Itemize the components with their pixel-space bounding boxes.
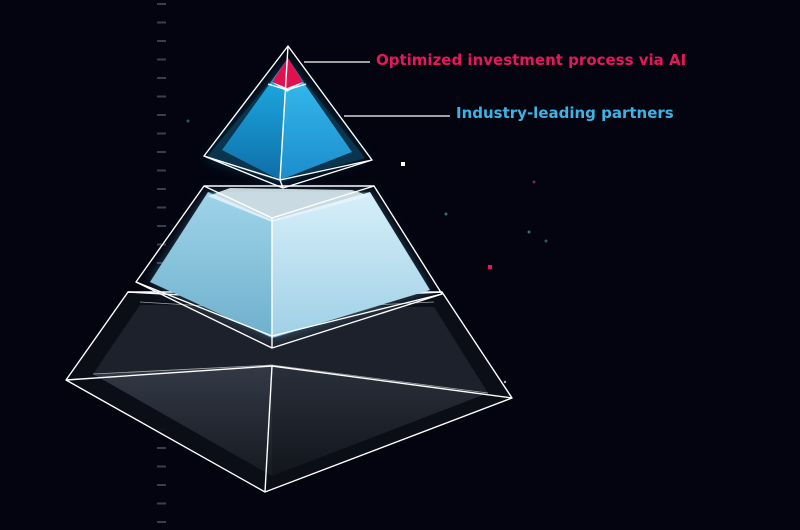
particle-faint bbox=[532, 180, 536, 184]
pyramid-apex bbox=[272, 58, 303, 88]
particle-faint bbox=[444, 212, 448, 216]
particle-white bbox=[401, 162, 405, 166]
label-middle-tier: Industry-leading partners bbox=[456, 104, 674, 122]
pyramid-tier-bottom bbox=[65, 291, 513, 493]
particle-faint bbox=[527, 230, 531, 234]
pyramid-tier-middle bbox=[135, 185, 443, 349]
pyramid-tier-top bbox=[203, 45, 373, 189]
particle-faint bbox=[186, 119, 190, 123]
particle-faint bbox=[503, 380, 507, 384]
label-top-tier: Optimized investment process via AI bbox=[376, 51, 687, 69]
particle-faint bbox=[544, 239, 548, 243]
particle-pink bbox=[488, 265, 492, 269]
